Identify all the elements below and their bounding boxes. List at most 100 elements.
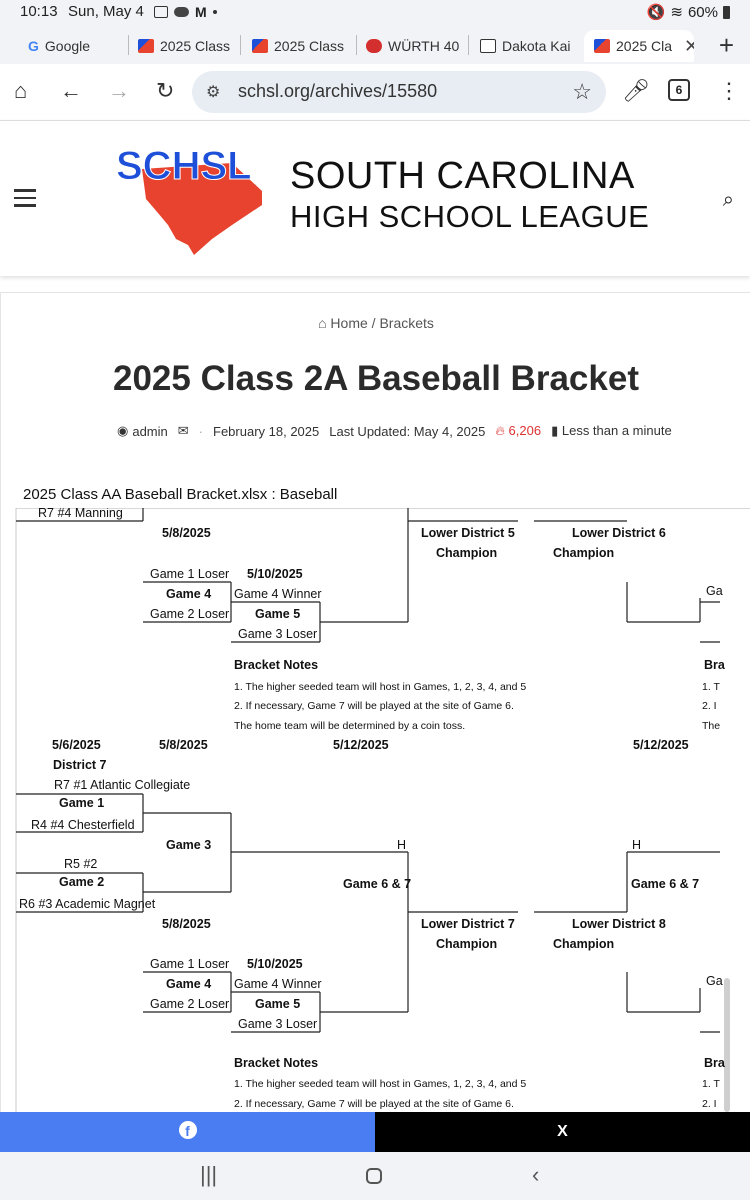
lower-district-7: Lower District 7 — [421, 917, 515, 931]
tab-2025-class-1[interactable]: 2025 Class — [138, 30, 230, 62]
tab-label: Google — [44, 38, 91, 54]
tab-2025-class-2[interactable]: 2025 Class — [252, 30, 344, 62]
tab-switcher-button[interactable]: 6 — [668, 79, 690, 101]
mute-icon: 🔇 — [646, 4, 666, 21]
breadcrumb-separator: / — [371, 315, 376, 331]
gmail-icon: M — [195, 4, 207, 20]
x-share-button[interactable]: X — [375, 1112, 750, 1152]
schsl-favicon-icon — [138, 39, 154, 53]
android-nav-bar: ||| ‹ — [0, 1152, 750, 1200]
schsl-favicon-icon — [252, 39, 268, 53]
article-content: ⌂ Home / Brackets 2025 Class 2A Baseball… — [0, 292, 750, 1112]
cut-text: The — [702, 720, 721, 732]
cut-text: Ga — [706, 584, 723, 598]
url-text[interactable]: schsl.org/archives/15580 — [238, 81, 438, 101]
facebook-icon: f — [178, 1121, 197, 1139]
date-label: 5/10/2025 — [247, 567, 303, 581]
game3-loser: Game 3 Loser — [238, 1017, 318, 1031]
date-label: 5/8/2025 — [162, 526, 211, 540]
site-title-line2: HIGH SCHOOL LEAGUE — [290, 199, 650, 234]
cut-text: Bra — [704, 658, 725, 672]
back-nav-icon[interactable]: ‹ — [532, 1162, 540, 1187]
x-icon: X — [557, 1123, 568, 1140]
tab-dakota-kai[interactable]: Dakota Kai — [480, 30, 578, 62]
game67-label: Game 6 & 7 — [343, 877, 412, 891]
state-map-shape — [142, 163, 262, 255]
meta-dot: · — [198, 423, 204, 439]
close-tab-icon[interactable]: ✕ — [684, 35, 694, 56]
home-button-icon[interactable] — [366, 1168, 382, 1184]
breadcrumb-current[interactable]: Brackets — [379, 315, 434, 331]
lower-district-8: Lower District 8 — [572, 917, 666, 931]
back-icon[interactable]: ← — [60, 78, 82, 103]
cut-text: 2. I — [702, 700, 717, 712]
bracket-note-2: 2. If necessary, Game 7 will be played a… — [234, 1098, 514, 1110]
bracket-note-2: 2. If necessary, Game 7 will be played a… — [234, 700, 514, 712]
recent-apps-icon[interactable]: ||| — [200, 1162, 218, 1187]
game67-label: Game 6 & 7 — [631, 877, 700, 891]
publish-date: February 18, 2025 — [213, 423, 320, 439]
cut-text: 2. I — [702, 1098, 717, 1110]
more-menu-icon[interactable]: ⋮ — [718, 78, 740, 103]
champion-label: Champion — [553, 546, 615, 560]
champion-label: Champion — [436, 546, 498, 560]
tab-wurth[interactable]: WÜRTH 40 — [366, 30, 462, 62]
cut-text: Ga — [706, 974, 723, 988]
read-time-value: Less than a minute — [561, 423, 672, 438]
home-icon[interactable]: ⌂ — [14, 78, 28, 103]
address-bar[interactable]: ⚙ schsl.org/archives/15580 ☆ — [192, 71, 606, 113]
post-meta: ◉ admin ✉ · February 18, 2025 Last Updat… — [117, 423, 672, 439]
email-icon[interactable]: ✉ — [177, 423, 189, 438]
views-value: 6,206 — [508, 423, 542, 438]
new-tab-button[interactable]: + — [718, 30, 734, 60]
more-dot-icon — [212, 10, 217, 14]
site-settings-icon[interactable]: ⚙ — [206, 84, 221, 101]
page-title: 2025 Class 2A Baseball Bracket — [113, 359, 639, 398]
breadcrumb-home[interactable]: Home — [330, 315, 368, 331]
status-date: Sun, May 4 — [68, 3, 144, 20]
home-marker: H — [397, 838, 407, 852]
date-label: 5/12/2025 — [333, 738, 389, 752]
team-r7-4: R7 #4 Manning — [38, 508, 123, 520]
date-label: 5/10/2025 — [247, 957, 303, 971]
search-icon[interactable]: ⌕ — [722, 189, 734, 211]
browser-toolbar: ⌂ ← → ↻ ⚙ schsl.org/archives/15580 ☆ 🎤︎ … — [0, 64, 750, 120]
date-label: 5/8/2025 — [162, 917, 211, 931]
game4-winner: Game 4 Winner — [234, 977, 322, 991]
spreadsheet-title: 2025 Class AA Baseball Bracket.xlsx : Ba… — [23, 486, 338, 503]
reload-icon[interactable]: ↻ — [156, 78, 175, 103]
tab-google[interactable]: G Google — [28, 30, 126, 62]
read-time: ▮ Less than a minute — [551, 423, 672, 439]
game5-label: Game 5 — [255, 997, 301, 1011]
gallery-icon — [154, 6, 168, 18]
site-title-line1: SOUTH CAROLINA — [290, 155, 635, 197]
cloud-icon — [174, 7, 189, 17]
views-count: 🔥︎ 6,206 — [495, 423, 541, 439]
notification-icons: M — [154, 4, 217, 20]
game2-label: Game 2 — [59, 875, 105, 889]
menu-icon[interactable] — [14, 189, 36, 212]
forward-icon[interactable]: → — [108, 78, 130, 103]
team-r6-3: R6 #3 Academic Magnet — [19, 897, 156, 911]
facebook-share-button[interactable]: f — [0, 1112, 375, 1152]
author-name[interactable]: admin — [132, 423, 168, 439]
tab-2025-class-active[interactable]: 2025 Cla ✕ — [584, 30, 694, 62]
wifi-icon: ≋ — [670, 4, 683, 21]
cut-text: Bra — [704, 1056, 725, 1070]
microphone-icon[interactable]: 🎤︎ — [622, 78, 650, 103]
game2-loser: Game 2 Loser — [150, 997, 230, 1011]
status-bar: 10:13 Sun, May 4 M 🔇 ≋ 60% — [0, 0, 750, 26]
author-icon: ◉ — [117, 423, 129, 438]
home-marker: H — [632, 838, 642, 852]
battery-icon — [723, 5, 730, 19]
game1-loser: Game 1 Loser — [150, 567, 230, 581]
game3-loser: Game 3 Loser — [238, 627, 318, 641]
wwe-favicon-icon — [480, 39, 496, 53]
wurth-favicon-icon — [366, 39, 382, 53]
breadcrumb: ⌂ Home / Brackets — [1, 315, 750, 331]
bracket-sheet: R7 #4 Manning 5/8/2025 Lower District 5 … — [0, 508, 750, 1112]
bookmark-star-icon[interactable]: ☆ — [572, 79, 592, 104]
tab-label: 2025 Class — [160, 38, 230, 54]
schsl-logo: SCHSL — [116, 144, 262, 255]
lower-district-6: Lower District 6 — [572, 526, 666, 540]
